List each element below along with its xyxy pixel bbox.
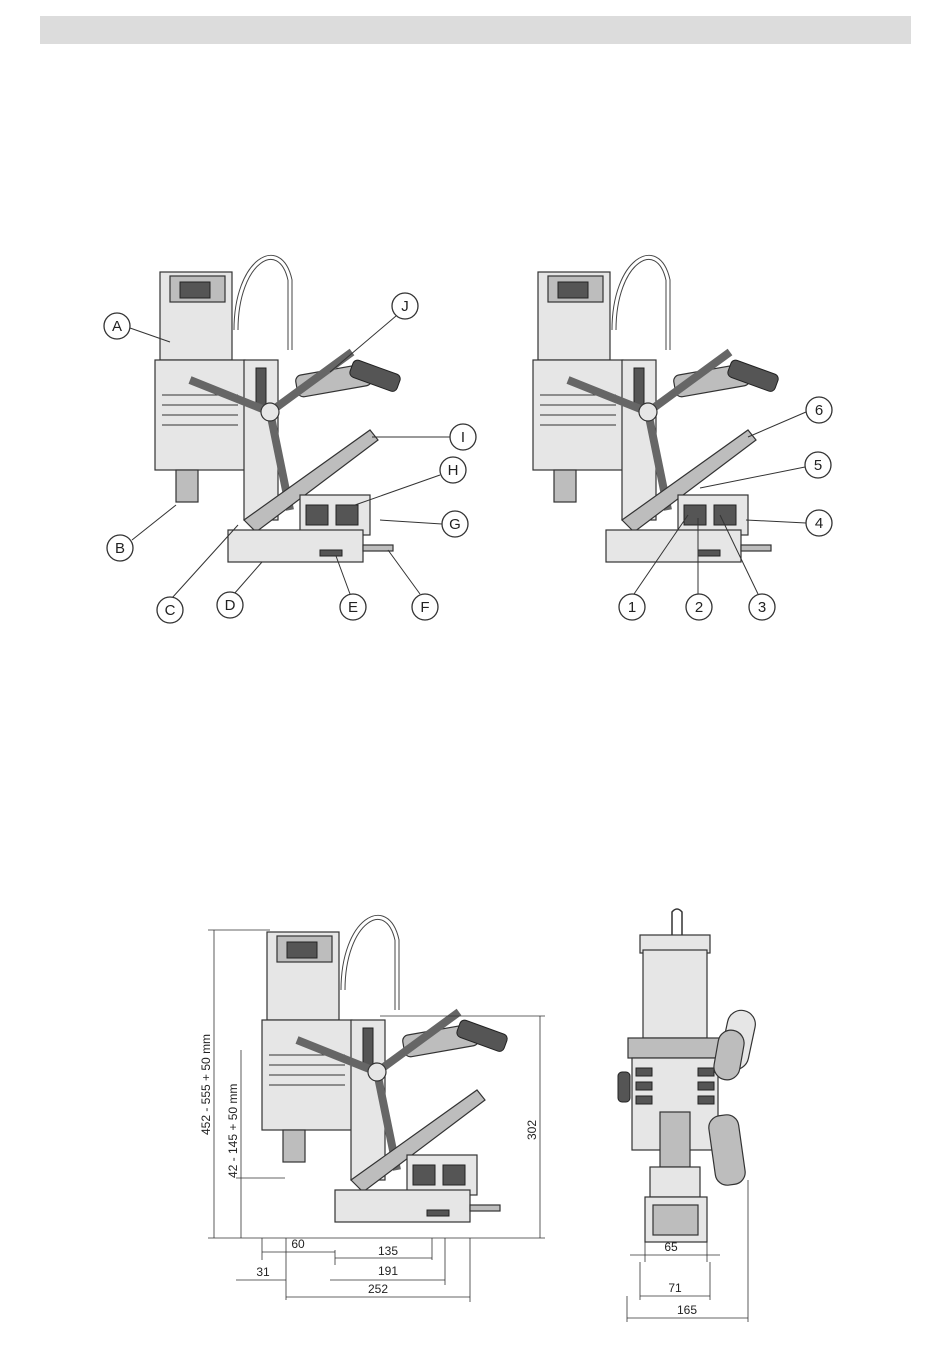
callout-J: J xyxy=(401,298,409,315)
dim-overall-height: 452 - 555 + 50 mm xyxy=(199,1034,213,1135)
callout-6: 6 xyxy=(815,402,823,419)
dim-191: 191 xyxy=(378,1264,398,1278)
callout-F: F xyxy=(420,599,429,616)
callout-2: 2 xyxy=(695,599,703,616)
callout-5: 5 xyxy=(814,457,822,474)
drill-view-dimensioned xyxy=(262,917,509,1222)
callout-H: H xyxy=(448,462,459,479)
callout-G: G xyxy=(449,516,461,533)
dim-135: 135 xyxy=(378,1244,398,1258)
callout-A: A xyxy=(112,318,122,335)
callout-4: 4 xyxy=(815,515,823,532)
dim-71: 71 xyxy=(668,1281,682,1295)
callout-C: C xyxy=(165,602,176,619)
callout-D: D xyxy=(225,597,236,614)
callout-I: I xyxy=(461,429,465,446)
dim-31: 31 xyxy=(256,1265,270,1279)
drill-front-view xyxy=(618,909,758,1242)
dim-60: 60 xyxy=(291,1237,305,1251)
callout-B: B xyxy=(115,540,125,557)
drill-view-right xyxy=(533,257,780,562)
dim-252: 252 xyxy=(368,1282,388,1296)
callout-E: E xyxy=(348,599,358,616)
drill-view-left xyxy=(155,257,402,562)
dim-165: 165 xyxy=(677,1303,697,1317)
callout-3: 3 xyxy=(758,599,766,616)
callout-1: 1 xyxy=(628,599,636,616)
dim-65: 65 xyxy=(664,1240,678,1254)
dim-302: 302 xyxy=(525,1120,539,1140)
dim-stroke: 42 - 145 + 50 mm xyxy=(226,1084,240,1178)
